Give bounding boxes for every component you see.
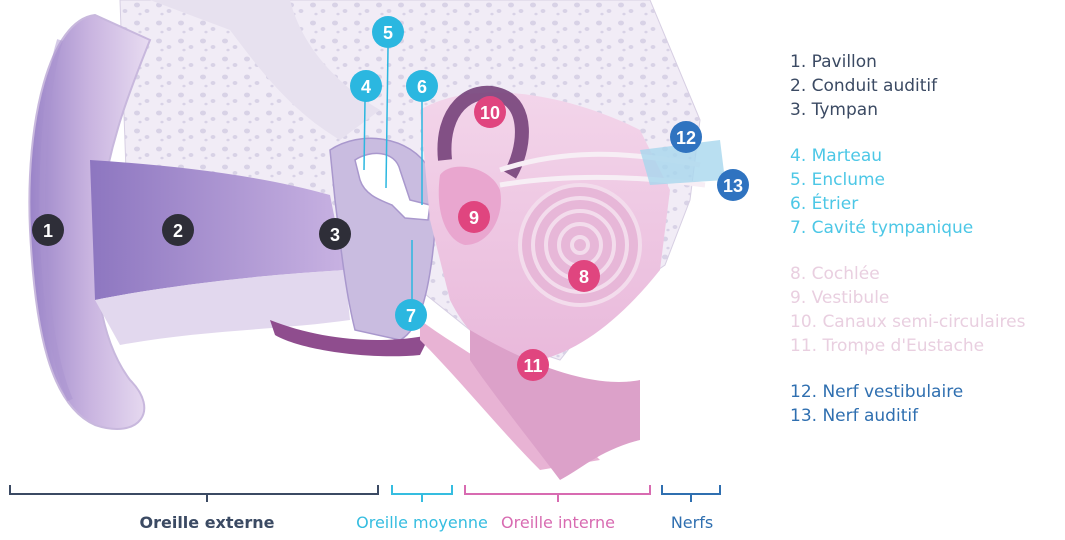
marker-11: 11	[517, 349, 549, 381]
legend-item: 13. Nerf auditif	[790, 404, 1060, 428]
marker-5-label: 5	[383, 23, 393, 43]
legend-item: 9. Vestibule	[790, 286, 1060, 310]
bracket-inner	[465, 485, 650, 502]
legend-item: 7. Cavité tympanique	[790, 216, 1060, 240]
marker-5: 5	[372, 16, 404, 48]
marker-6: 6	[406, 70, 438, 102]
marker-10-label: 10	[480, 103, 500, 123]
marker-10: 10	[474, 96, 506, 128]
marker-11-label: 11	[523, 356, 542, 376]
bracket-middle	[392, 485, 452, 502]
marker-6-label: 6	[417, 77, 427, 97]
marker-12-label: 12	[676, 128, 696, 148]
marker-8-label: 8	[579, 267, 589, 287]
section-label-outer-ear: Oreille externe	[139, 513, 274, 532]
section-label-nerves: Nerfs	[671, 513, 713, 532]
legend-item: 4. Marteau	[790, 144, 1060, 168]
section-label-middle-ear: Oreille moyenne	[356, 513, 488, 532]
legend-item: 11. Trompe d'Eustache	[790, 334, 1060, 358]
legend-group-middle: 4. Marteau 5. Enclume 6. Étrier 7. Cavit…	[790, 144, 1060, 240]
section-label-inner-ear: Oreille interne	[501, 513, 615, 532]
legend-item: 6. Étrier	[790, 192, 1060, 216]
marker-4-label: 4	[361, 77, 371, 97]
legend-item: 12. Nerf vestibulaire	[790, 380, 1060, 404]
marker-2: 2	[162, 214, 194, 246]
legend-item: 1. Pavillon	[790, 50, 1060, 74]
marker-9: 9	[458, 201, 490, 233]
legend-item: 2. Conduit auditif	[790, 74, 1060, 98]
marker-3: 3	[319, 218, 351, 250]
leader-line-4	[364, 100, 365, 170]
legend: 1. Pavillon 2. Conduit auditif 3. Tympan…	[790, 50, 1060, 450]
marker-13-label: 13	[723, 176, 743, 196]
marker-1: 1	[32, 214, 64, 246]
bracket-nerves	[662, 485, 720, 502]
bracket-outer	[10, 485, 378, 502]
marker-4: 4	[350, 70, 382, 102]
legend-group-inner: 8. Cochlée 9. Vestibule 10. Canaux semi-…	[790, 262, 1060, 358]
legend-item: 3. Tympan	[790, 98, 1060, 122]
marker-13: 13	[717, 169, 749, 201]
marker-7-label: 7	[406, 306, 416, 326]
marker-3-label: 3	[330, 225, 340, 245]
legend-group-nerves: 12. Nerf vestibulaire 13. Nerf auditif	[790, 380, 1060, 428]
marker-2-label: 2	[173, 221, 183, 241]
marker-7: 7	[395, 299, 427, 331]
legend-item: 8. Cochlée	[790, 262, 1060, 286]
legend-item: 5. Enclume	[790, 168, 1060, 192]
marker-12: 12	[670, 121, 702, 153]
legend-item: 10. Canaux semi-circulaires	[790, 310, 1060, 334]
legend-group-outer: 1. Pavillon 2. Conduit auditif 3. Tympan	[790, 50, 1060, 122]
marker-8: 8	[568, 260, 600, 292]
marker-1-label: 1	[43, 221, 53, 241]
marker-9-label: 9	[469, 208, 479, 228]
